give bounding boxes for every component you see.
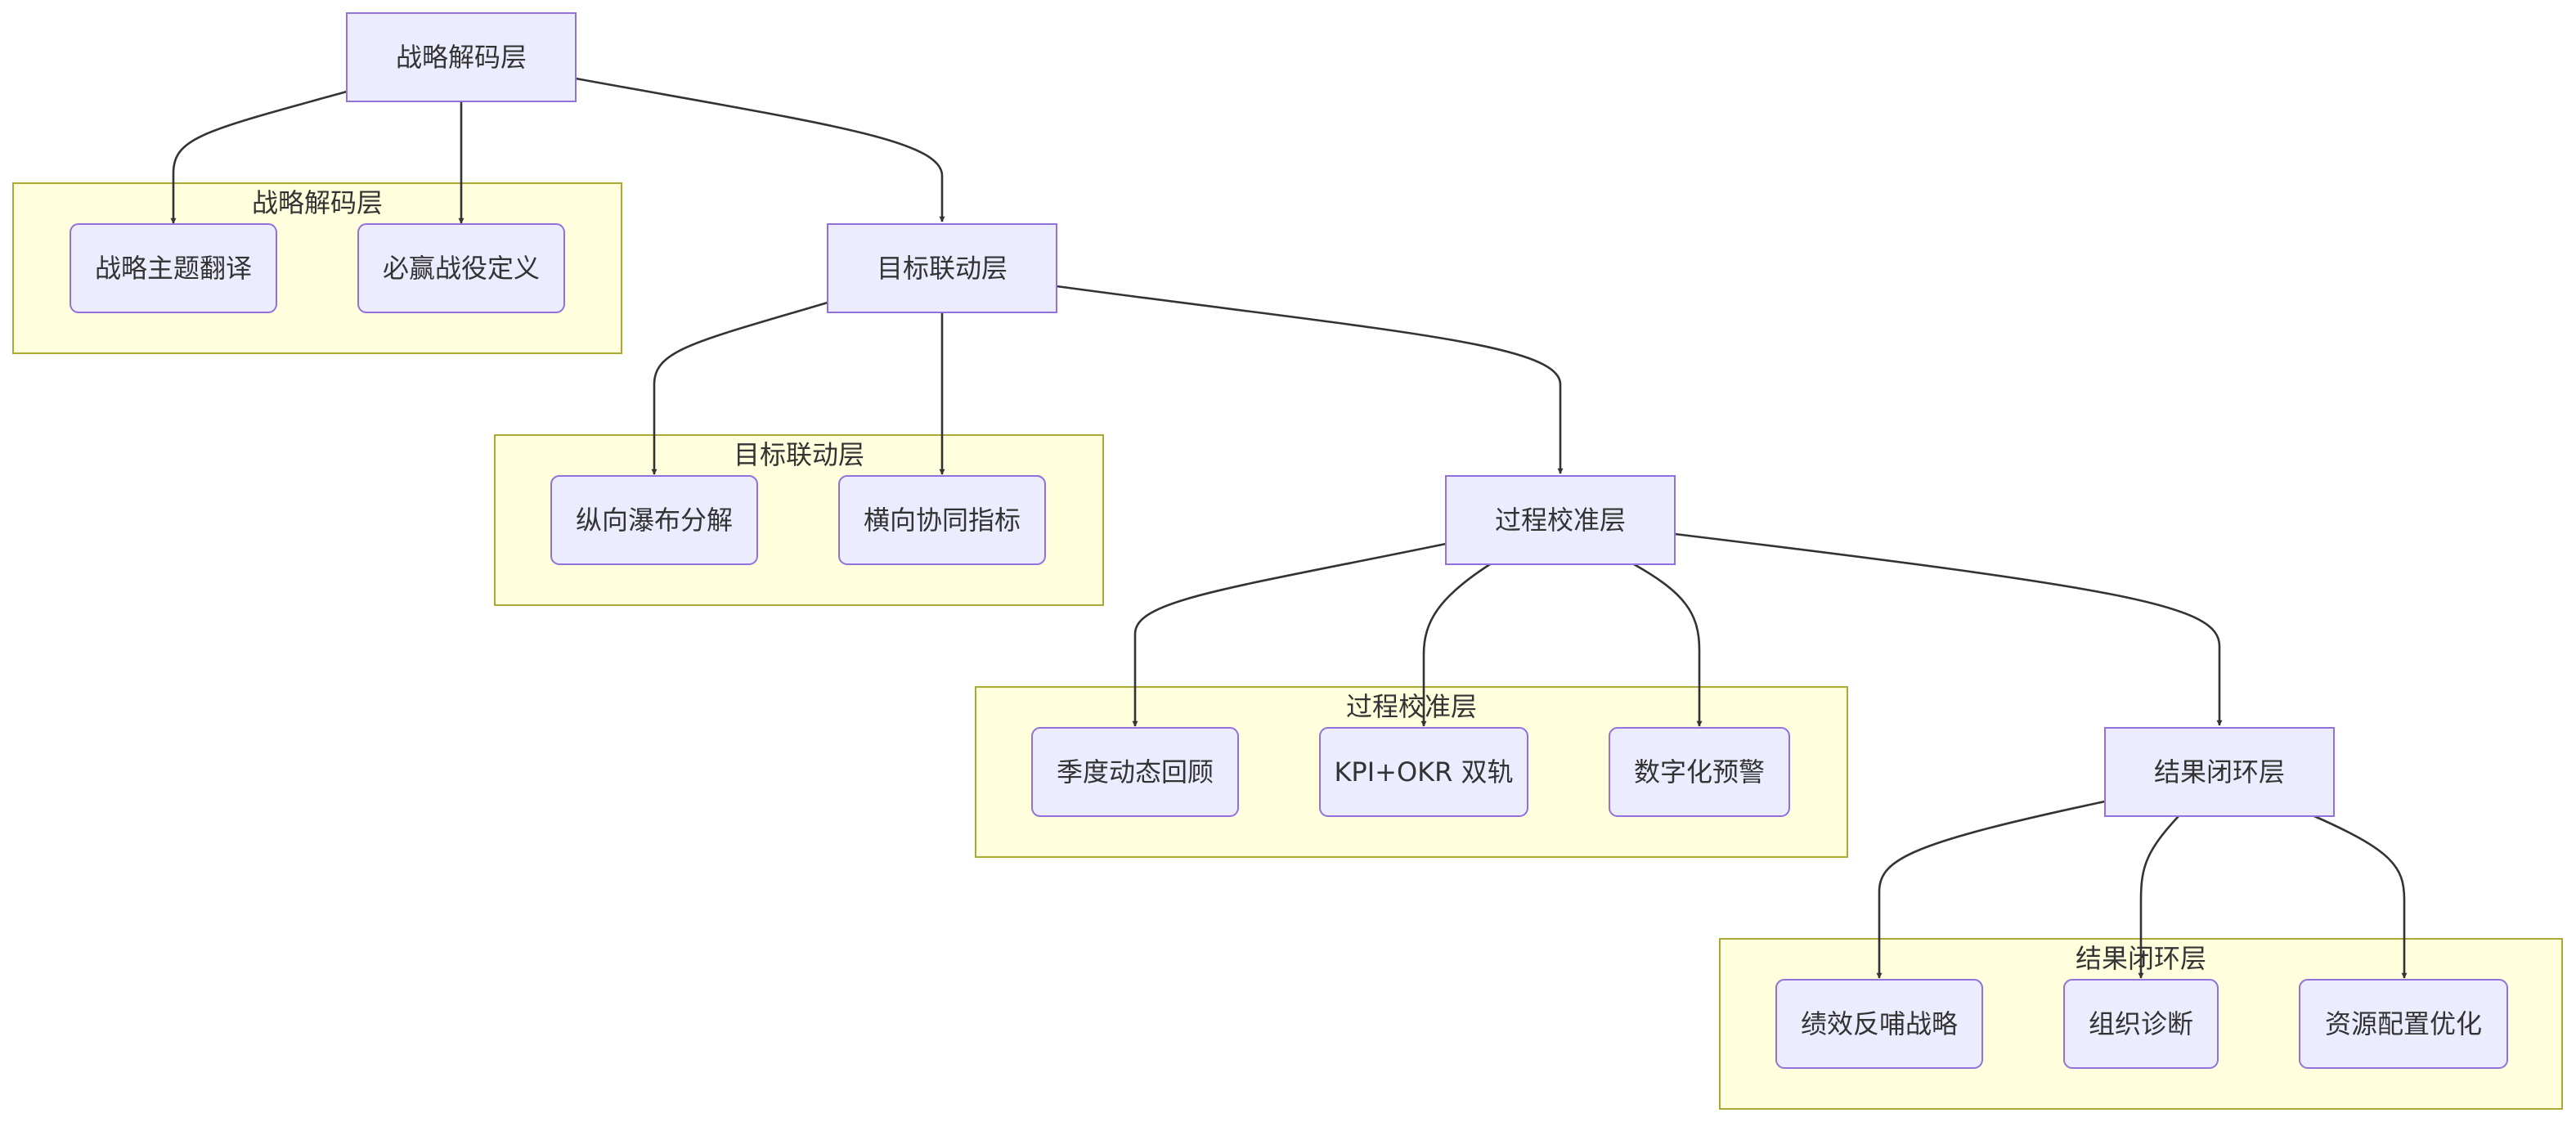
node-performance-feedback[interactable]: 绩效反哺战略 bbox=[1775, 979, 1983, 1069]
node-vertical-cascade[interactable]: 纵向瀑布分解 bbox=[550, 475, 758, 565]
node-label: 结果闭环层 bbox=[2154, 756, 2285, 788]
node-digital-warning[interactable]: 数字化预警 bbox=[1609, 727, 1790, 817]
node-result-loop[interactable]: 结果闭环层 bbox=[2104, 727, 2335, 817]
node-strategy-theme-translation[interactable]: 战略主题翻译 bbox=[70, 223, 277, 313]
edge-process-to-review bbox=[1132, 542, 1447, 727]
edge-result-to-resources bbox=[2313, 815, 2408, 979]
node-resource-optimization[interactable]: 资源配置优化 bbox=[2299, 979, 2508, 1069]
edges bbox=[170, 77, 2408, 979]
edge-process-to-result bbox=[1674, 532, 2223, 726]
node-kpi-okr-dual-track[interactable]: KPI+OKR 双轨 bbox=[1319, 727, 1528, 817]
node-label: 组织诊断 bbox=[2089, 1008, 2193, 1039]
edge-result-to-feedback bbox=[1876, 800, 2106, 979]
node-label: 战略主题翻译 bbox=[95, 253, 252, 284]
edge-goal-to-vertical bbox=[651, 301, 828, 475]
edge-result-to-diagnosis bbox=[2138, 815, 2179, 979]
node-horizontal-metrics[interactable]: 横向协同指标 bbox=[838, 475, 1046, 565]
edge-strategy-to-goal bbox=[575, 77, 945, 222]
cluster-title-process: 过程校准层 bbox=[1346, 691, 1477, 722]
node-org-diagnosis[interactable]: 组织诊断 bbox=[2063, 979, 2219, 1069]
edge-process-to-warning bbox=[1633, 563, 1703, 727]
node-process-calibration[interactable]: 过程校准层 bbox=[1445, 475, 1676, 565]
node-label: 横向协同指标 bbox=[864, 505, 1021, 536]
node-label: 纵向瀑布分解 bbox=[576, 505, 733, 536]
node-label: 战略解码层 bbox=[396, 42, 527, 73]
node-strategy-decoding[interactable]: 战略解码层 bbox=[346, 12, 577, 102]
node-label: 资源配置优化 bbox=[2325, 1008, 2482, 1039]
node-label: 目标联动层 bbox=[877, 253, 1008, 284]
edge-process-to-kpiokr bbox=[1420, 563, 1491, 727]
cluster-title-goal: 目标联动层 bbox=[734, 439, 864, 470]
node-label: 绩效反哺战略 bbox=[1801, 1008, 1958, 1039]
node-goal-linkage[interactable]: 目标联动层 bbox=[827, 223, 1057, 313]
node-label: 过程校准层 bbox=[1495, 505, 1626, 536]
cluster-title-strategy: 战略解码层 bbox=[252, 187, 383, 218]
node-label: KPI+OKR 双轨 bbox=[1334, 756, 1513, 788]
node-label: 必赢战役定义 bbox=[383, 253, 540, 284]
node-label: 数字化预警 bbox=[1634, 756, 1765, 788]
edge-goal-to-process bbox=[1056, 285, 1564, 474]
edge-strategy-to-theme bbox=[170, 90, 348, 224]
node-label: 季度动态回顾 bbox=[1057, 756, 1214, 788]
node-must-win-battle[interactable]: 必赢战役定义 bbox=[357, 223, 565, 313]
node-quarterly-review[interactable]: 季度动态回顾 bbox=[1031, 727, 1239, 817]
